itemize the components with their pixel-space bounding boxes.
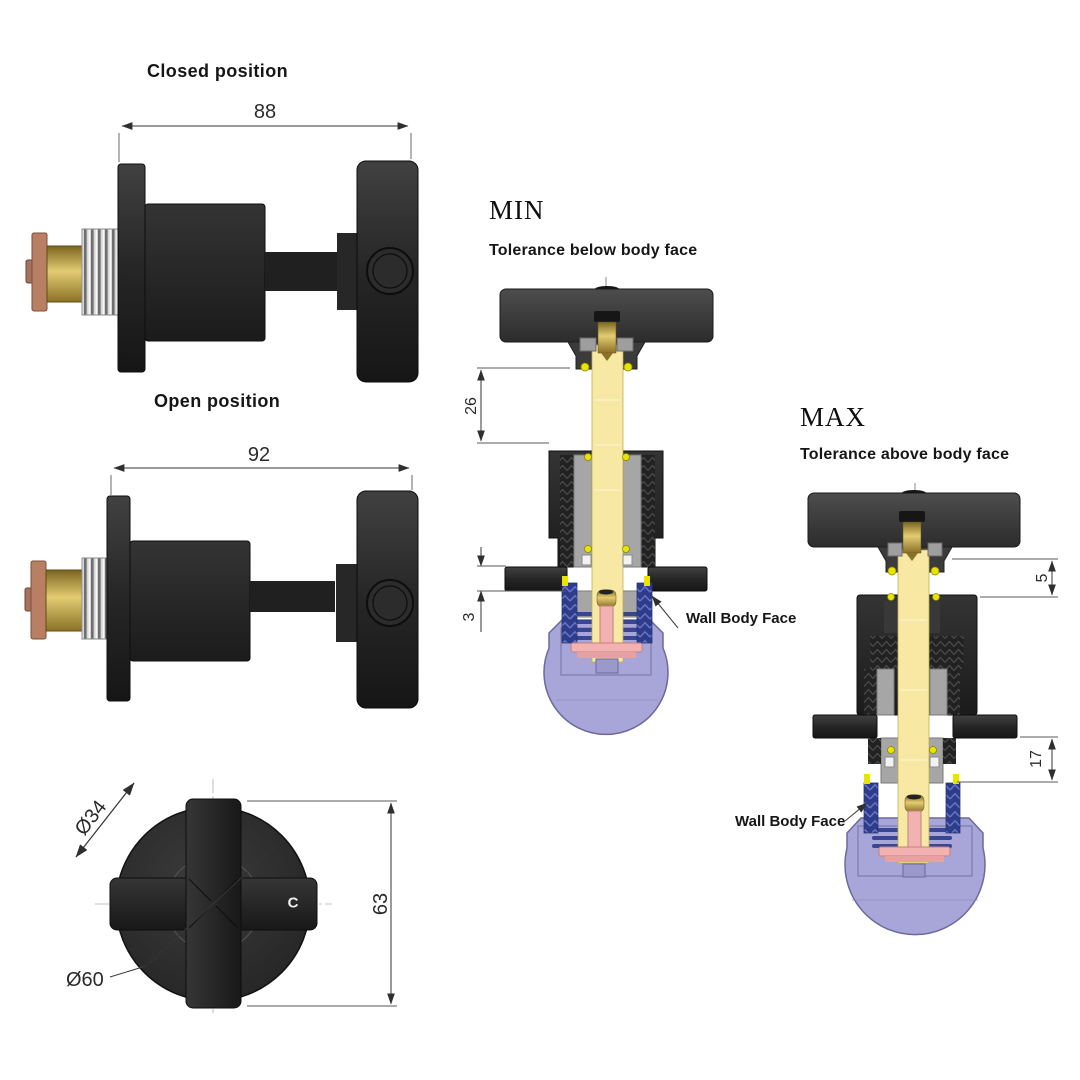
- wall-plate-right: [952, 714, 1018, 739]
- dimension-line-60: [147, 841, 281, 965]
- handle-arm-boss-inner: [372, 253, 408, 289]
- packing-square: [581, 554, 592, 566]
- closed-position-title: Closed position: [147, 61, 288, 81]
- handle-arm-boss: [366, 247, 414, 295]
- o-ring-seal: [584, 453, 592, 461]
- spindle-tip-cap: [599, 589, 613, 595]
- handle-screw-cap: [899, 511, 925, 522]
- closed-position-view: [25, 122, 419, 383]
- handle-screw-cap: [594, 311, 620, 322]
- open-position-view: [24, 464, 419, 709]
- brass-spindle-end: [45, 569, 83, 632]
- o-ring-seal: [932, 593, 940, 601]
- jumper-crossbar: [878, 846, 951, 857]
- spring-thread: [81, 557, 111, 640]
- face-seal: [953, 774, 959, 784]
- handle-screw-tip: [906, 553, 918, 561]
- max-wall-body-face-label: Wall Body Face: [735, 813, 846, 830]
- gland-washer-left: [887, 542, 903, 557]
- thread-below-plate-right: [943, 738, 956, 764]
- dia60-leader: [109, 965, 147, 978]
- open-position-title: Open position: [154, 391, 281, 411]
- wall-flange: [117, 163, 146, 373]
- handle-arm-boss-inner: [372, 585, 408, 621]
- closed-width-dimension: 88: [253, 101, 277, 123]
- front-flange-diameter: Ø60: [66, 969, 104, 991]
- wall-thread-left: [863, 782, 879, 834]
- valve-body: [144, 203, 266, 342]
- max-subtitle: Tolerance above body face: [800, 446, 1010, 463]
- max-thread-dimension: 17: [1028, 750, 1045, 768]
- wall-plate-right: [647, 566, 708, 592]
- jumper-crossbar: [570, 642, 643, 653]
- jumper-skirt: [577, 652, 636, 658]
- wall-face-leader: [844, 802, 868, 822]
- min-stem-dimension: 26: [463, 397, 480, 415]
- front-height-dimension: 63: [370, 892, 392, 916]
- wall-thread-right: [636, 582, 653, 644]
- min-cross-section: [477, 277, 714, 736]
- o-ring-seal: [622, 545, 630, 553]
- body-thread-left: [864, 669, 877, 715]
- handle-screw: [902, 521, 922, 554]
- o-ring-seal: [622, 453, 630, 461]
- o-ring-seal: [929, 746, 937, 754]
- wall-thread-right: [945, 782, 961, 834]
- gland-washer-right: [616, 337, 634, 352]
- wall-plate-left: [812, 714, 878, 739]
- jumper-washer: [30, 560, 47, 640]
- wall-thread-left: [561, 582, 578, 644]
- spring-thread: [81, 228, 121, 316]
- open-width-dimension: 92: [247, 444, 271, 466]
- min-title: MIN: [489, 195, 545, 225]
- face-seal: [562, 576, 568, 586]
- wall-plate-left: [504, 566, 568, 592]
- body-thread-right: [947, 669, 960, 715]
- wall-face-leader: [651, 595, 679, 629]
- gland-washer-left: [579, 337, 597, 352]
- min-wall-body-face-label: Wall Body Face: [686, 610, 797, 627]
- face-seal: [864, 774, 870, 784]
- front-handle-letter: C: [287, 894, 299, 912]
- handle-screw: [597, 321, 617, 354]
- min-subtitle: Tolerance below body face: [489, 242, 698, 259]
- min-plate-dimension: 3: [461, 612, 478, 622]
- seat-recess: [595, 658, 619, 674]
- o-ring-seal: [623, 362, 633, 372]
- face-seal: [644, 576, 650, 586]
- jumper-washer: [31, 232, 48, 312]
- max-gap-dimension: 5: [1034, 573, 1051, 583]
- handle-arm-boss: [366, 579, 414, 627]
- packing-square: [622, 554, 633, 566]
- max-cross-section: [807, 483, 1058, 936]
- brass-spindle-end: [46, 245, 83, 303]
- front-view: [75, 779, 397, 1013]
- packing-square: [884, 756, 895, 768]
- gland-right: [929, 668, 948, 716]
- max-title: MAX: [800, 402, 867, 432]
- wall-flange: [106, 495, 131, 702]
- body-thread-right: [641, 455, 655, 567]
- o-ring-seal: [887, 566, 897, 576]
- thread-below-plate-left: [868, 738, 881, 764]
- gland-left: [876, 668, 895, 716]
- valve-body: [129, 540, 251, 662]
- packing-square: [929, 756, 940, 768]
- o-ring-seal: [580, 362, 590, 372]
- o-ring-seal: [584, 545, 592, 553]
- o-ring-seal: [930, 566, 940, 576]
- o-ring-seal: [887, 593, 895, 601]
- jumper-skirt: [885, 856, 944, 862]
- gland-washer-right: [927, 542, 943, 557]
- dimension-line-34: [75, 782, 135, 858]
- spindle-tip-cap: [907, 794, 921, 800]
- handle-stem: [265, 252, 337, 291]
- body-thread-left: [560, 455, 574, 567]
- o-ring-seal: [887, 746, 895, 754]
- seat-recess: [902, 863, 926, 878]
- handle-stem: [250, 581, 335, 612]
- handle-screw-tip: [601, 353, 613, 361]
